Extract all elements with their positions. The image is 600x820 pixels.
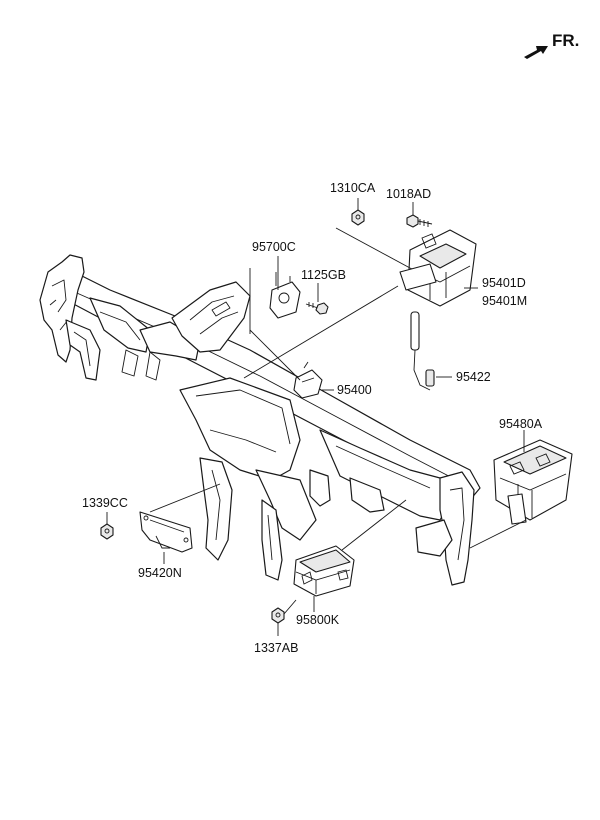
label-1339CC: 1339CC xyxy=(82,496,128,510)
arrow-forward-icon xyxy=(524,46,548,59)
orientation-label: FR. xyxy=(552,31,579,50)
label-1018AD: 1018AD xyxy=(386,187,431,201)
orientation-indicator: FR. xyxy=(524,31,579,59)
label-95422: 95422 xyxy=(456,370,491,384)
part-95422-antenna xyxy=(410,311,435,391)
part-labels: 1310CA 1018AD 95700C 1125GB 95401D 95401… xyxy=(82,181,543,655)
label-1337AB: 1337AB xyxy=(254,641,298,655)
part-1310CA-nut xyxy=(351,209,365,226)
label-95420N: 95420N xyxy=(138,566,182,580)
cowl-cross-bar xyxy=(39,254,481,586)
leader-lines xyxy=(106,198,527,636)
label-95800K: 95800K xyxy=(296,613,340,627)
label-95401M: 95401M xyxy=(482,294,527,308)
part-95700C-module xyxy=(269,272,301,319)
label-95400: 95400 xyxy=(337,383,372,397)
part-1125GB-screw xyxy=(305,302,329,315)
label-1310CA: 1310CA xyxy=(330,181,376,195)
part-1018AD-bolt xyxy=(406,214,433,228)
part-95400-sensor xyxy=(293,361,323,399)
label-95401D: 95401D xyxy=(482,276,526,290)
label-95700C: 95700C xyxy=(252,240,296,254)
part-95401-smart-key-unit xyxy=(399,229,477,307)
part-95420N-bracket xyxy=(139,511,193,553)
part-1337AB-nut xyxy=(271,607,285,624)
label-95480A: 95480A xyxy=(499,417,543,431)
label-1125GB: 1125GB xyxy=(301,268,346,282)
part-95480A-module xyxy=(493,439,573,525)
part-95800K-module xyxy=(293,545,355,597)
part-1339CC-nut xyxy=(100,523,114,540)
